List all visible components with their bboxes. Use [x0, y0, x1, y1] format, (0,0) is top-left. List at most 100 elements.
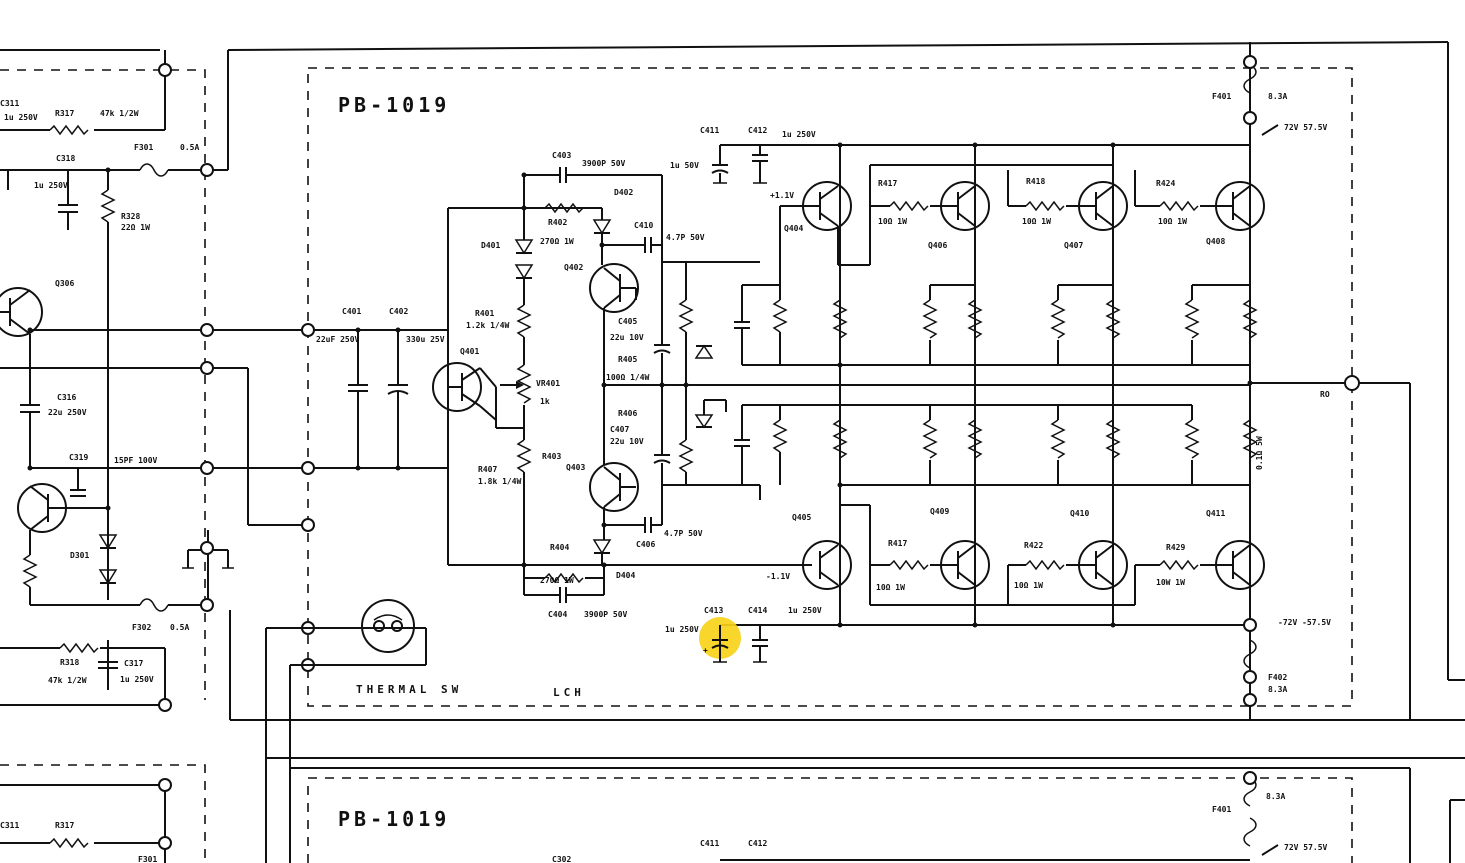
label-c407: C407 — [610, 425, 629, 434]
label-vr401-val: 1k — [540, 397, 550, 406]
label-r318: R318 — [60, 658, 79, 667]
label-q411: Q411 — [1206, 509, 1225, 518]
label-r403: R403 — [542, 452, 561, 461]
label-minus72: -72V -57.5V — [1278, 618, 1331, 627]
label-r422: R422 — [1024, 541, 1043, 550]
label-c406: C406 — [636, 540, 655, 549]
label-c401: C401 — [342, 307, 361, 316]
label-c404: C404 — [548, 610, 567, 619]
label-plus11: +1.1V — [770, 191, 794, 200]
label-q404: Q404 — [784, 224, 803, 233]
label-r404-val: 270Ω 1W — [540, 576, 574, 585]
label-r422-val: 10Ω 1W — [1014, 581, 1043, 590]
label-r402: R402 — [548, 218, 567, 227]
label-c319-val: 15PF 100V — [114, 456, 158, 465]
label-c402: C402 — [389, 307, 408, 316]
label-c311: C311 — [0, 99, 19, 108]
label-d402: D402 — [614, 188, 633, 197]
label-c318-val: 1u 250V — [34, 181, 68, 190]
label-r317-val: 47k 1/2W — [100, 109, 139, 118]
label-q406: Q406 — [928, 241, 947, 250]
label-d401: D401 — [481, 241, 500, 250]
label-r405: R405 — [618, 355, 637, 364]
label-r428-val: 0.1Ω 5W — [1255, 436, 1264, 470]
label-r317: R317 — [55, 109, 74, 118]
label-q407: Q407 — [1064, 241, 1083, 250]
label-r417: R417 — [878, 179, 897, 188]
label-f301-val: 0.5A — [180, 143, 199, 152]
label-c403: C403 — [552, 151, 571, 160]
svg-text:+: + — [703, 646, 708, 655]
label-r328-val: 22Ω 1W — [121, 223, 150, 232]
label-f301: F301 — [134, 143, 153, 152]
label-f301b: F301 — [138, 855, 157, 863]
left-partial-circuit — [0, 63, 448, 863]
label-f401b: F401 — [1212, 805, 1231, 814]
label-f402: F402 — [1268, 673, 1287, 682]
label-q410: Q410 — [1070, 509, 1089, 518]
label-f401b-val: 8.3A — [1266, 792, 1285, 801]
label-r407-val: 1.8k 1/4W — [478, 477, 522, 486]
label-r328: R328 — [121, 212, 140, 221]
label-c302: C302 — [552, 855, 571, 863]
label-f401: F401 — [1212, 92, 1231, 101]
label-c402-val: 330u 25V — [406, 335, 445, 344]
board-input-nodes — [266, 207, 602, 672]
label-c317-val: 1u 250V — [120, 675, 154, 684]
label-c407-val: 22u 10V — [610, 437, 644, 446]
label-c406-val: 4.7P 50V — [664, 529, 703, 538]
label-c316: C316 — [57, 393, 76, 402]
label-c413: C413 — [704, 606, 723, 615]
label-c401-val: 22uF 250V — [316, 335, 360, 344]
label-c414: C414 — [748, 606, 767, 615]
label-c410: C410 — [634, 221, 653, 230]
label-r317b: R317 — [55, 821, 74, 830]
label-r318-val: 47k 1/2W — [48, 676, 87, 685]
frame-wiring — [227, 41, 1465, 863]
label-r429-val: 10W 1W — [1156, 578, 1185, 587]
board-outline-top — [307, 67, 1353, 707]
label-f402-val: 8.3A — [1268, 685, 1287, 694]
label-f302-val: 0.5A — [170, 623, 189, 632]
label-r424-val: 10Ω 1W — [1158, 217, 1187, 226]
label-q405: Q405 — [792, 513, 811, 522]
label-c404-val: 3900P 50V — [584, 610, 628, 619]
board-outline-bottom — [307, 777, 1353, 863]
label-r429: R429 — [1166, 543, 1185, 552]
label-d301: D301 — [70, 551, 89, 560]
label-f401-val: 8.3A — [1268, 92, 1287, 101]
label-c412: C412 — [748, 126, 767, 135]
label-d404: D404 — [616, 571, 635, 580]
label-q402: Q402 — [564, 263, 583, 272]
output-stage — [720, 42, 1410, 861]
label-c317: C317 — [124, 659, 143, 668]
thermal-switch-label: THERMAL SW — [356, 683, 462, 696]
label-c319: C319 — [69, 453, 88, 462]
label-c316-val: 22u 250V — [48, 408, 87, 417]
label-c411-val: 1u 50V — [670, 161, 699, 170]
label-q401: Q401 — [460, 347, 479, 356]
label-r401: R401 — [475, 309, 494, 318]
label-r406: R406 — [618, 409, 637, 418]
c413-symbol-overlay: + — [703, 625, 729, 662]
label-r407: R407 — [478, 465, 497, 474]
label-f302: F302 — [132, 623, 151, 632]
label-r402-val: 270Ω 1W — [540, 237, 574, 246]
label-vr401: VR401 — [536, 379, 560, 388]
label-r404: R404 — [550, 543, 569, 552]
label-c318: C318 — [56, 154, 75, 163]
label-c311-val: 1u 250V — [4, 113, 38, 122]
label-r418: R418 — [1026, 177, 1045, 186]
label-c411b: C411 — [700, 839, 719, 848]
label-c412-val: 1u 250V — [782, 130, 816, 139]
label-c405: C405 — [618, 317, 637, 326]
label-c412b: C412 — [748, 839, 767, 848]
label-c311b: C311 — [0, 821, 19, 830]
label-c410-val: 4.7P 50V — [666, 233, 705, 242]
label-r424: R424 — [1156, 179, 1175, 188]
label-q306: Q306 — [55, 279, 74, 288]
label-c411: C411 — [700, 126, 719, 135]
label-r418-val: 10Ω 1W — [1022, 217, 1051, 226]
label-plus72: 72V 57.5V — [1284, 123, 1328, 132]
